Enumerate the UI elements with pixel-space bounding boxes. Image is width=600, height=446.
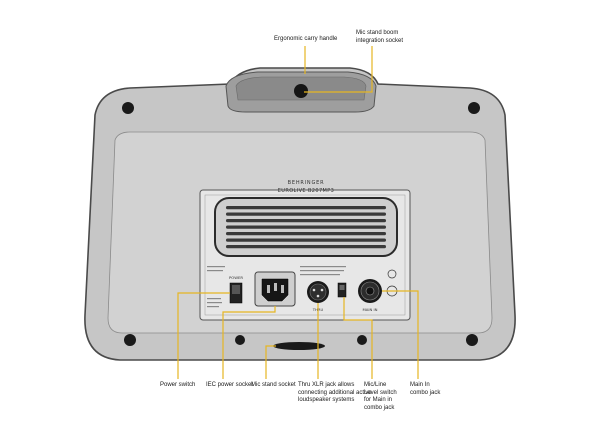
- cabinet-screw: [357, 335, 367, 345]
- label-power-switch: Power switch: [160, 382, 196, 388]
- callout-line-mic-socket: [265, 345, 276, 379]
- callout-line-main-in: [382, 290, 419, 379]
- panel-model: EUROLIVE B207MP3: [278, 188, 335, 194]
- ce-mark: [387, 269, 397, 279]
- boom-socket-hole: [294, 84, 308, 98]
- heatsink-fin: [226, 232, 386, 236]
- fine-print-line: [207, 306, 219, 308]
- panel-fine-print: [207, 266, 346, 308]
- callout-line-mic-line: [343, 297, 373, 379]
- heatsink-fin: [226, 238, 386, 242]
- heatsink-fin: [226, 219, 386, 223]
- corner-foot: [468, 102, 480, 114]
- label-iec-socket: IEC power socket: [206, 382, 254, 388]
- corner-foot: [466, 334, 478, 346]
- callout-line-mic-boom: [304, 46, 373, 93]
- heatsink-fin: [226, 245, 386, 249]
- fine-print-line: [300, 266, 346, 268]
- mic-stand-socket: [273, 342, 325, 350]
- label-mic-boom: Mic stand boom integration socket: [356, 30, 404, 44]
- main-in-label: MAIN IN: [362, 307, 377, 312]
- fine-print-line: [207, 298, 221, 300]
- label-mic-line: Mic/Line Level switch for Main in combo …: [364, 382, 397, 411]
- corner-foot: [122, 102, 134, 114]
- callout-line-iec: [222, 306, 276, 379]
- label-thru-xlr: Thru XLR jack allows connecting addition…: [298, 382, 372, 403]
- fine-print-line: [207, 270, 223, 272]
- fine-print-line: [300, 270, 344, 272]
- heatsink-fin: [226, 206, 386, 210]
- heatsink-fin: [226, 225, 386, 229]
- heatsink-fins: [226, 206, 386, 249]
- power-label: POWER: [229, 275, 243, 280]
- label-mic-socket: Mic stand socket: [251, 382, 296, 388]
- callout-line-power-switch: [177, 292, 230, 379]
- fine-print-line: [207, 302, 222, 304]
- panel-brand: BEHRINGER: [288, 180, 325, 186]
- fine-print-line: [300, 274, 340, 276]
- label-carry-handle: Ergonomic carry handle: [274, 36, 338, 42]
- heatsink-fin: [226, 212, 386, 216]
- cabinet-screw: [235, 335, 245, 345]
- fine-print-line: [207, 266, 225, 268]
- corner-foot: [124, 334, 136, 346]
- label-main-in: Main In combo jack: [410, 382, 441, 396]
